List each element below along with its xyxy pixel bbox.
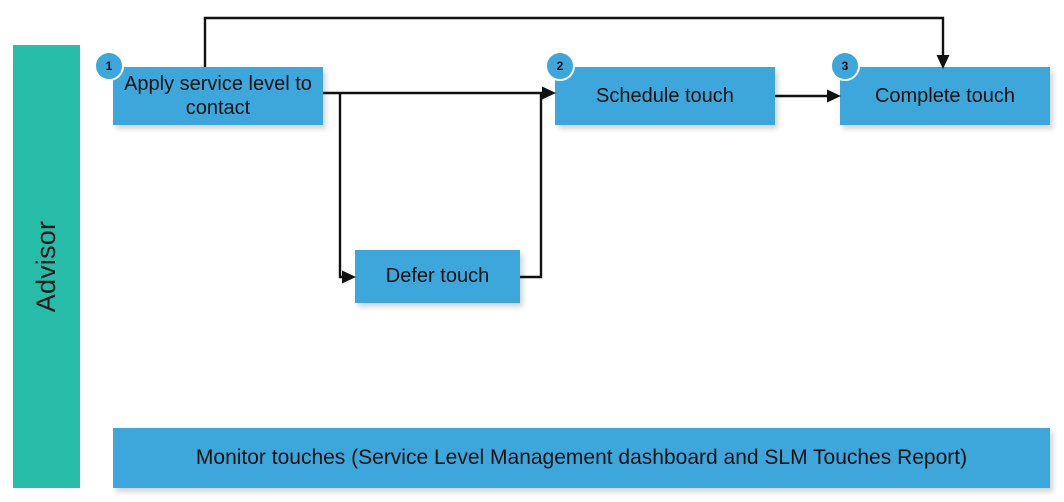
swimlane-label: Advisor [31, 220, 61, 313]
swimlane-advisor: Advisor [13, 45, 80, 488]
process-node-apply-service-level[interactable]: Apply service level to contact [113, 67, 323, 125]
process-node-monitor-touches[interactable]: Monitor touches (Service Level Managemen… [113, 428, 1050, 488]
connector-apply-to-defer [338, 93, 356, 284]
step-badge-2: 2 [545, 51, 575, 81]
step-badge-1: 1 [94, 51, 124, 81]
connector-defer-to-schedule [520, 93, 543, 279]
step-badge-3: 3 [830, 51, 860, 81]
process-node-schedule-touch[interactable]: Schedule touch [555, 67, 775, 125]
process-node-defer-touch[interactable]: Defer touch [355, 250, 520, 303]
connector-schedule-to-complete [775, 89, 841, 103]
connector-apply-to-schedule [323, 86, 556, 100]
process-node-complete-touch[interactable]: Complete touch [840, 67, 1050, 125]
